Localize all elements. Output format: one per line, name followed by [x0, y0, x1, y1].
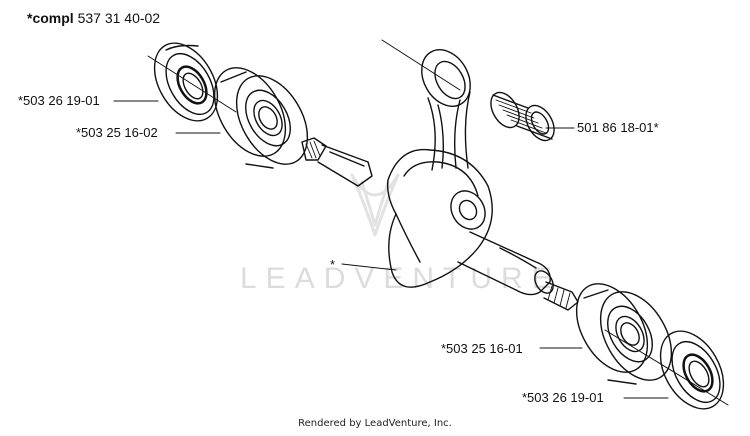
ball-bearing-right — [575, 283, 673, 385]
assembly-title: *compl 537 31 40-02 — [27, 11, 160, 26]
part-label-bearing-right[interactable]: *503 25 16-01 — [441, 341, 523, 356]
assembly-number: 537 31 40-02 — [77, 10, 161, 26]
oil-seal-right — [659, 330, 725, 410]
oil-seal-left — [153, 42, 219, 122]
ball-bearing-left — [213, 67, 309, 169]
watermark-logo — [350, 173, 400, 237]
axis-lines — [147, 39, 729, 406]
part-label-bearing-left[interactable]: *503 25 16-02 — [76, 125, 158, 140]
assembly-prefix: *compl — [27, 10, 74, 26]
part-label-crankshaft[interactable]: * — [330, 257, 336, 272]
part-label-seal-right[interactable]: *503 26 19-01 — [522, 390, 604, 405]
part-label-seal-left[interactable]: *503 26 19-01 — [18, 93, 100, 108]
footer-credit: Rendered by LeadVenture, Inc. — [298, 418, 452, 429]
part-label-needle-bearing[interactable]: 501 86 18-01* — [577, 120, 659, 135]
crankshaft — [301, 137, 579, 311]
connecting-rod — [421, 49, 471, 171]
leader-lines — [113, 100, 669, 399]
needle-bearing — [490, 91, 555, 142]
watermark-text: LEADVENTURE — [240, 262, 561, 295]
